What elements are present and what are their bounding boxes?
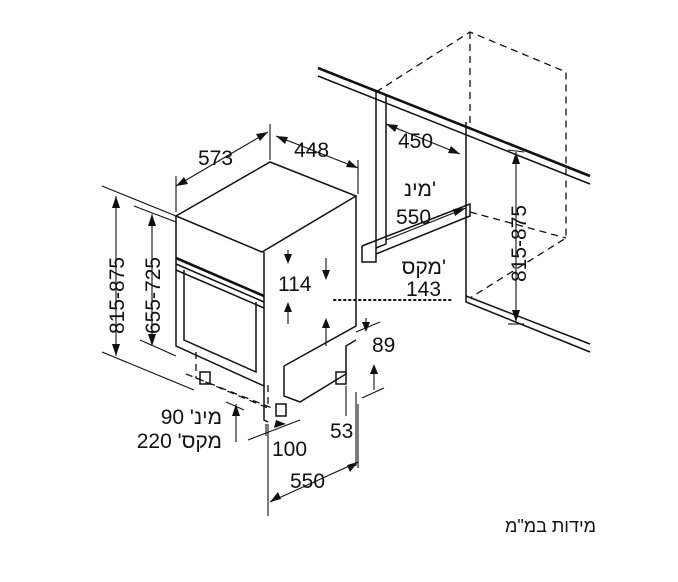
label-appliance-width: 448 (294, 139, 329, 162)
worktop-edge (317, 66, 591, 178)
niche-wall-inner (375, 96, 387, 249)
control-panel-top (175, 256, 265, 298)
foot-front-left (199, 371, 211, 385)
label-plinth-depth: 53 (330, 420, 353, 443)
label-front-height: 655-725 (142, 257, 165, 334)
right-cabinet-plinth (465, 295, 591, 345)
dimension-labels: 573 448 450 מינ' 550 815-875 655-725 815… (106, 130, 596, 536)
label-niche-min: מינ' (404, 178, 436, 201)
label-panel-gap: 114 (278, 273, 312, 296)
dishwasher-body (174, 161, 358, 423)
foot-back-right (335, 371, 347, 385)
label-plinth-height: 89 (372, 334, 395, 357)
installation-niche (317, 31, 591, 353)
foot-front-right (275, 403, 287, 417)
dishwasher-side (283, 196, 357, 367)
dim-450-line (385, 123, 461, 155)
dim-550-niche-line (385, 207, 467, 241)
right-cabinet (465, 122, 591, 353)
dimension-lines (101, 124, 453, 516)
label-max-plinth: מקס' 220 (137, 430, 222, 453)
label-appliance-depth: 573 (198, 147, 233, 170)
door-panel (183, 270, 257, 374)
label-min-plinth: מינ' 90 (161, 406, 222, 429)
label-bottom-depth: 550 (290, 470, 325, 493)
dishwasher-front (175, 216, 265, 388)
niche-outline-back (375, 31, 567, 299)
side-plinth (283, 339, 357, 403)
label-outer-height: 815-875 (106, 257, 129, 334)
dishwasher-top (174, 161, 358, 253)
label-niche-depth: 450 (398, 130, 433, 153)
label-niche-min-value: 550 (396, 206, 431, 229)
label-max: מקס' (402, 256, 446, 279)
label-max-value: 143 (406, 278, 441, 301)
niche-floor-line (469, 211, 567, 239)
niche-left-wall (361, 92, 377, 263)
niche-floor-edge (361, 202, 471, 255)
label-niche-height: 815-875 (508, 205, 531, 282)
label-foot-offset: 100 (272, 438, 307, 461)
units-note: מידות במ"מ (505, 516, 596, 536)
hidden-plinth (195, 352, 269, 409)
worktop-edge-lower (317, 75, 591, 185)
